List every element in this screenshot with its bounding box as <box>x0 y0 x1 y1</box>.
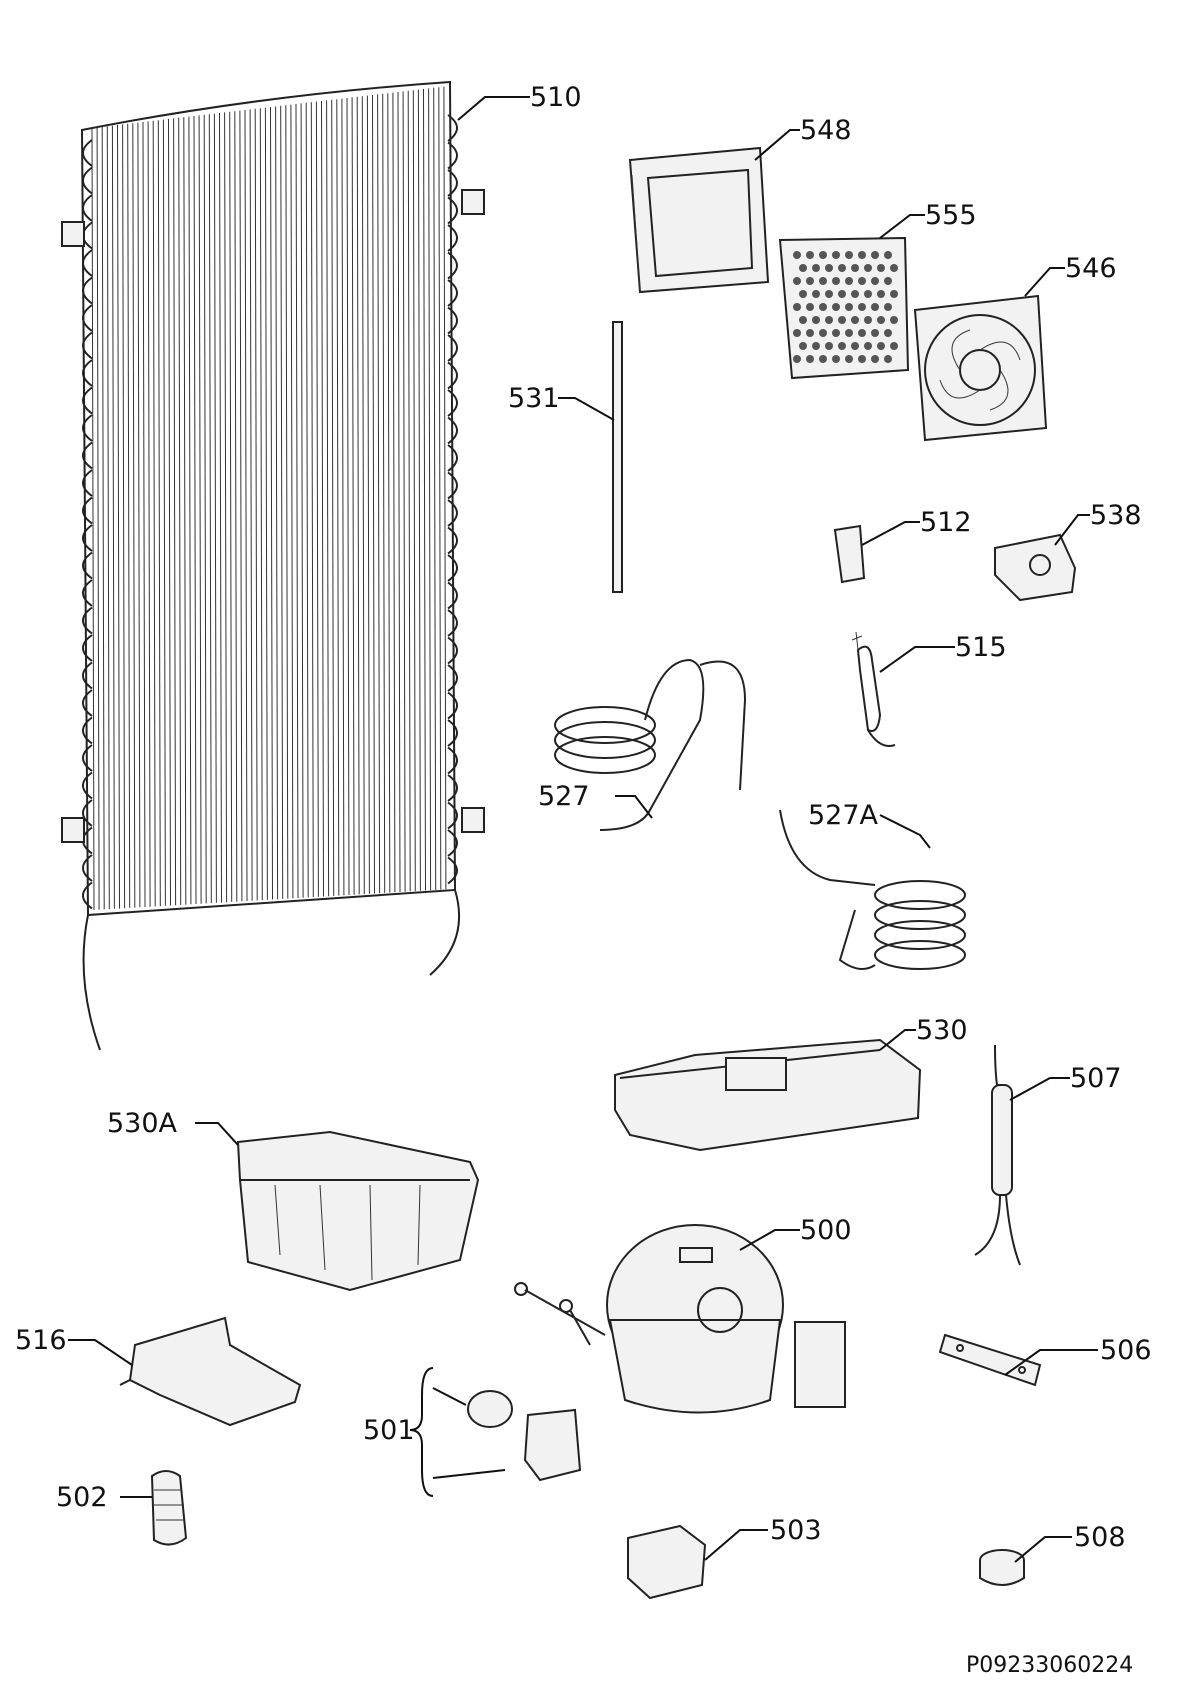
label-548: 548 <box>800 115 852 146</box>
mounting-bracket-part-516 <box>119 1316 302 1427</box>
label-531: 531 <box>508 383 560 414</box>
label-506: 506 <box>1100 1335 1152 1366</box>
label-516: 516 <box>15 1325 67 1356</box>
label-501: 501 <box>363 1415 415 1446</box>
label-507: 507 <box>1070 1063 1122 1094</box>
label-546: 546 <box>1065 253 1117 284</box>
relay-part-501 <box>467 1390 582 1482</box>
heater-part-515 <box>851 631 896 747</box>
fan-frame-part-548 <box>628 146 770 294</box>
fan-part-546 <box>913 294 1048 442</box>
label-555: 555 <box>925 200 977 231</box>
label-530: 530 <box>916 1015 968 1046</box>
label-527A: 527A <box>808 800 879 831</box>
lamp-part-502 <box>150 1470 188 1546</box>
condenser-part-510 <box>61 80 485 1051</box>
label-508: 508 <box>1074 1522 1126 1553</box>
label-503: 503 <box>770 1515 822 1546</box>
container-part-530A <box>236 1130 480 1292</box>
label-500: 500 <box>800 1215 852 1246</box>
bracket-part-538 <box>994 533 1077 602</box>
spiral-coil-part-527A <box>779 809 966 970</box>
plug-part-512 <box>833 524 866 584</box>
label-502: 502 <box>56 1482 108 1513</box>
filter-drier-part-507 <box>974 1044 1021 1266</box>
compressor-part-500 <box>514 1224 846 1414</box>
grommet-part-508 <box>979 1549 1025 1586</box>
plate-part-506 <box>938 1333 1042 1387</box>
label-527: 527 <box>538 781 590 812</box>
label-538: 538 <box>1090 500 1142 531</box>
label-512: 512 <box>920 507 972 538</box>
relay-part-503 <box>627 1524 707 1600</box>
drier-pipe-part-527 <box>554 658 747 831</box>
label-510: 510 <box>530 82 582 113</box>
drip-tray-part-530 <box>614 1038 922 1152</box>
leader-lines <box>68 96 1098 1563</box>
part-labels: 510 548 555 546 531 512 538 515 527 527A… <box>15 82 1152 1553</box>
drawing-code: P09233060224 <box>966 1653 1133 1678</box>
grille-cover-part-555 <box>778 236 910 380</box>
label-530A: 530A <box>107 1108 178 1139</box>
rod-part-531 <box>612 321 623 593</box>
label-515: 515 <box>955 632 1007 663</box>
